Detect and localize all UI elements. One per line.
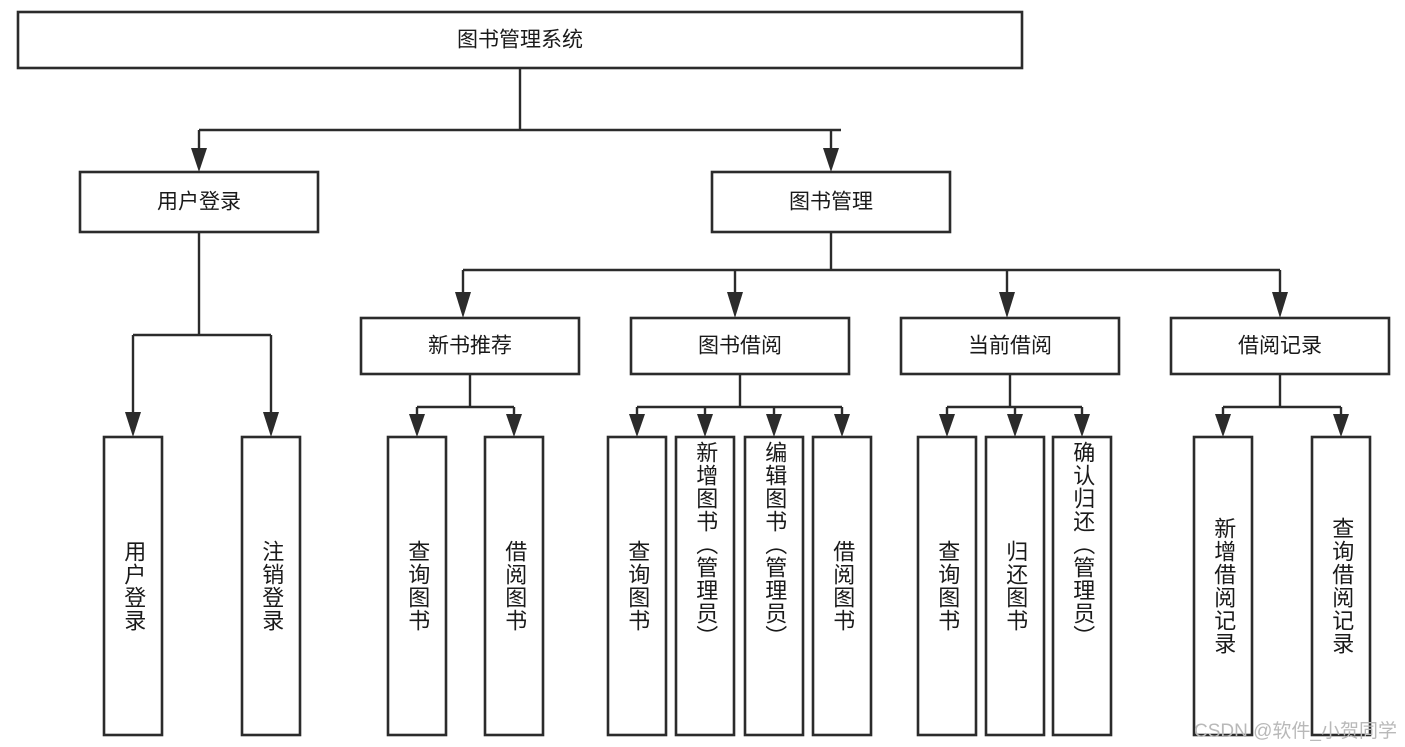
node-leaf-query-books-current[interactable] xyxy=(916,435,978,737)
arrow-head-icon xyxy=(1272,292,1288,318)
arrow-head-icon xyxy=(939,414,955,437)
node-leaf-query-borrow-record[interactable] xyxy=(1310,435,1372,737)
node-level3-current-borrow-label: 当前借阅 xyxy=(968,335,1052,358)
arrow-head-icon xyxy=(629,414,645,437)
node-level3-book-borrow-label: 图书借阅 xyxy=(698,335,782,358)
watermark-text: CSDN @软件_小贺同学 xyxy=(1194,721,1397,742)
arrow-head-icon xyxy=(455,292,471,318)
connector-group-borrow-to-leaves xyxy=(629,374,850,437)
node-level2-book-management[interactable] xyxy=(710,170,952,234)
node-level2-book-management-label: 图书管理 xyxy=(789,191,873,214)
node-root-book-management-system[interactable] xyxy=(16,10,1024,70)
arrow-head-icon xyxy=(125,412,141,437)
arrow-head-icon xyxy=(191,148,207,172)
node-leaf-query-books-borrow[interactable] xyxy=(606,435,668,737)
arrow-head-icon xyxy=(727,292,743,318)
node-leaf-return-books[interactable] xyxy=(984,435,1046,737)
node-level3-new-book-recommend[interactable] xyxy=(359,316,581,376)
arrow-head-icon xyxy=(1074,414,1090,437)
node-root-label: 图书管理系统 xyxy=(457,29,583,52)
node-leaf-add-book-admin[interactable] xyxy=(674,435,736,737)
node-level3-new-book-recommend-label: 新书推荐 xyxy=(428,335,512,358)
connector-group-user-login-to-leaves xyxy=(125,232,279,437)
arrow-head-icon xyxy=(697,414,713,437)
node-leaf-borrow-books-borrow[interactable] xyxy=(811,435,873,737)
connector-group-records-to-leaves xyxy=(1215,374,1349,437)
node-leaf-borrow-books-newbook[interactable] xyxy=(483,435,545,737)
node-leaf-edit-book-admin[interactable] xyxy=(743,435,805,737)
node-level2-user-login[interactable] xyxy=(78,170,320,234)
arrow-head-icon xyxy=(409,414,425,437)
node-leaf-query-books-newbook[interactable] xyxy=(386,435,448,737)
node-level3-borrow-records[interactable] xyxy=(1169,316,1391,376)
arrow-head-icon xyxy=(1215,414,1231,437)
node-leaf-logout-login[interactable] xyxy=(240,435,302,737)
connector-group-current-borrow-to-leaves xyxy=(939,374,1090,437)
connector-group-new-book-to-leaves xyxy=(409,374,522,437)
arrow-head-icon xyxy=(1007,414,1023,437)
node-level3-current-borrow[interactable] xyxy=(899,316,1121,376)
node-leaf-user-login[interactable] xyxy=(102,435,164,737)
arrow-head-icon xyxy=(506,414,522,437)
arrow-head-icon xyxy=(263,412,279,437)
arrow-head-icon xyxy=(834,414,850,437)
node-leaf-confirm-return-admin[interactable] xyxy=(1051,435,1113,737)
arrow-head-icon xyxy=(766,414,782,437)
node-level3-book-borrow[interactable] xyxy=(629,316,851,376)
arrow-head-icon xyxy=(1333,414,1349,437)
node-leaf-add-borrow-record[interactable] xyxy=(1192,435,1254,737)
connector-group-root-to-level2 xyxy=(191,68,841,172)
connector-group-book-mgmt-to-level3 xyxy=(455,232,1288,318)
node-level3-borrow-records-label: 借阅记录 xyxy=(1238,335,1322,358)
arrow-head-icon xyxy=(823,148,839,172)
arrow-head-icon xyxy=(999,292,1015,318)
node-level2-user-login-label: 用户登录 xyxy=(157,191,241,214)
